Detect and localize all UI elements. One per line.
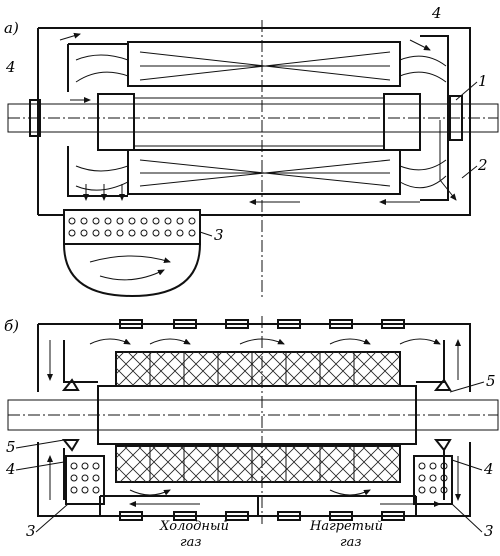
callout-b-4-right: 4	[483, 460, 494, 478]
panel-b-tag: б)	[4, 317, 19, 335]
caption-cold-line2: газ	[180, 535, 201, 550]
return-duct-a	[63, 243, 201, 298]
callout-a-2: 2	[477, 156, 488, 174]
callout-a-4-left: 4	[5, 58, 16, 76]
panel-a: а)	[4, 4, 499, 300]
fan-right-b	[433, 378, 452, 452]
cooler-tubes-a	[68, 217, 196, 237]
caption-hot-line1: Нагретый	[309, 519, 383, 534]
caption-hot-line2: газ	[340, 535, 361, 550]
callout-b-3-right: 3	[484, 522, 494, 540]
panel-b: б)	[4, 316, 499, 550]
callout-b-4-left: 4	[5, 460, 16, 478]
stator-core-top-a	[127, 41, 401, 87]
fan-left-b	[61, 378, 80, 452]
rotor-hub-right-a	[383, 93, 421, 151]
stator-core-bottom-a	[127, 149, 401, 195]
rotor-a	[133, 97, 385, 147]
callout-b-3-left: 3	[26, 522, 36, 540]
vent-ducts-bottom-a	[139, 159, 391, 187]
caption-cold-line1: Холодный	[159, 519, 229, 534]
housing-b-ribs	[119, 319, 405, 521]
cooler-tubes-b	[70, 462, 448, 494]
callout-a-3: 3	[214, 226, 224, 244]
callout-a-1: 1	[478, 72, 488, 90]
housing-a	[38, 27, 471, 216]
callout-a-4-right: 4	[431, 4, 442, 22]
vent-ducts-top-a	[139, 51, 391, 81]
callout-b-5-right: 5	[486, 372, 496, 390]
cooler-a	[63, 209, 201, 245]
callout-b-5-left: 5	[6, 438, 16, 456]
panel-a-tag: а)	[4, 19, 19, 37]
rotor-hub-left-a	[97, 93, 135, 151]
housing-b	[37, 323, 471, 517]
cooler-left-b	[65, 455, 105, 505]
